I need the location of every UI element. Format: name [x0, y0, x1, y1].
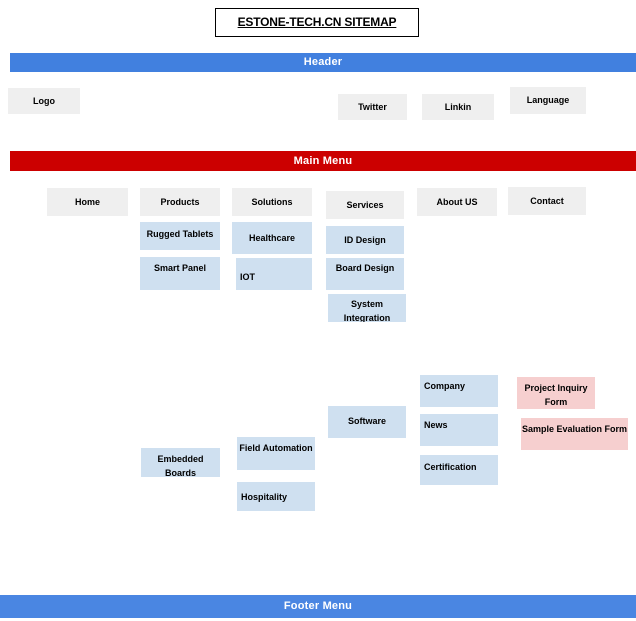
sub-node-board-design[interactable]: Board Design: [326, 258, 404, 290]
sub-node-certification[interactable]: Certification: [420, 455, 498, 485]
form-node-project-inquiry[interactable]: Project Inquiry Form: [517, 377, 595, 409]
sub-node-id-design[interactable]: ID Design: [326, 226, 404, 254]
footer-bar: Footer Menu: [0, 595, 636, 618]
sub-node-healthcare[interactable]: Healthcare: [232, 222, 312, 254]
menu-item-products[interactable]: Products: [140, 188, 220, 216]
sub-node-system-integration[interactable]: System Integration: [328, 294, 406, 322]
page-title-text: ESTONE-TECH.CN SITEMAP: [237, 15, 397, 29]
header-item-linkin[interactable]: Linkin: [422, 94, 494, 120]
sub-node-news[interactable]: News: [420, 414, 498, 446]
menu-item-about-us[interactable]: About US: [417, 188, 497, 216]
menu-item-home[interactable]: Home: [47, 188, 128, 216]
form-node-sample-evaluation[interactable]: Sample Evaluation Form: [521, 418, 628, 450]
menu-item-solutions[interactable]: Solutions: [232, 188, 312, 216]
sub-node-smart-panel[interactable]: Smart Panel: [140, 257, 220, 290]
main-menu-bar: Main Menu: [10, 151, 636, 171]
sub-node-embedded-boards[interactable]: Embedded Boards: [141, 448, 220, 477]
menu-item-contact[interactable]: Contact: [508, 187, 586, 215]
sub-node-hospitality[interactable]: Hospitality: [237, 482, 315, 511]
header-bar: Header: [10, 53, 636, 72]
page-title: ESTONE-TECH.CN SITEMAP: [215, 8, 419, 37]
header-item-language[interactable]: Language: [510, 87, 586, 114]
sub-node-rugged-tablets[interactable]: Rugged Tablets: [140, 222, 220, 250]
sub-node-field-automation[interactable]: Field Automation: [237, 437, 315, 470]
sub-node-iot[interactable]: IOT: [236, 258, 312, 290]
header-item-logo[interactable]: Logo: [8, 88, 80, 114]
header-item-twitter[interactable]: Twitter: [338, 94, 407, 120]
menu-item-services[interactable]: Services: [326, 191, 404, 219]
sub-node-software[interactable]: Software: [328, 406, 406, 438]
sub-node-company[interactable]: Company: [420, 375, 498, 407]
